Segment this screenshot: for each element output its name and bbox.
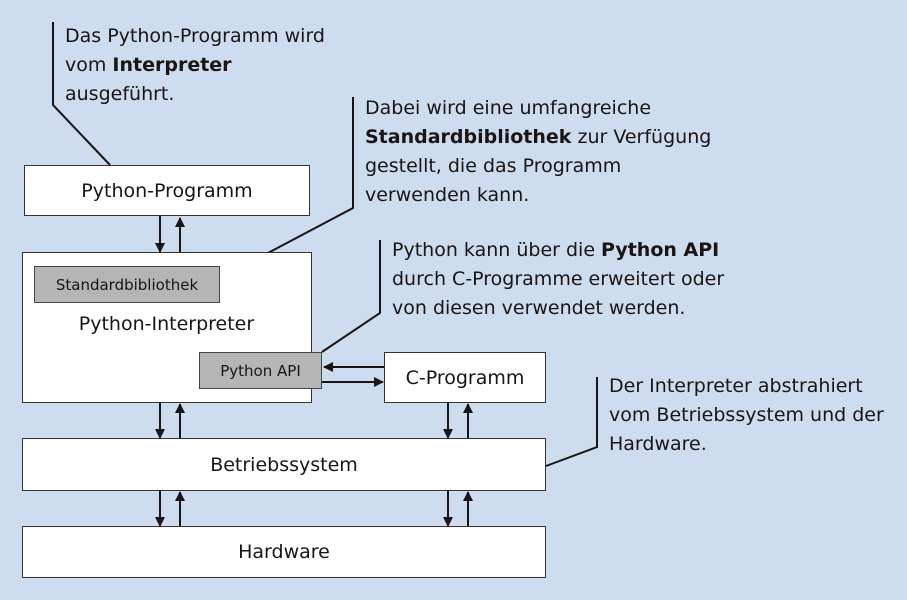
box-label: Python-Programm [81, 179, 253, 202]
box-label: Standardbibliothek [55, 275, 199, 294]
note-stdlib: Dabei wird eine umfangreiche Standardbib… [365, 97, 712, 206]
callout-line-abstraction [545, 377, 598, 467]
callout-line-stdlib [231, 97, 354, 273]
box-label: Betriebssystem [210, 453, 358, 476]
note-abstraction: Der Interpreter abstrahiert vom Betriebs… [609, 375, 884, 455]
python-program-box: Python-Programm [24, 165, 310, 216]
standard-library-box: Standardbibliothek [34, 266, 220, 303]
note-bold: Interpreter [112, 54, 232, 76]
callout-line-api [321, 240, 381, 353]
c-program-box: C-Programm [384, 352, 546, 403]
note-bold: Standardbibliothek [365, 126, 572, 148]
callout-line-interpreter [52, 22, 111, 166]
python-api-box: Python API [199, 352, 322, 389]
box-label: Hardware [238, 541, 330, 563]
note-bold: Python API [601, 239, 720, 261]
operating-system-box: Betriebssystem [22, 438, 546, 491]
hardware-box: Hardware [22, 526, 546, 578]
box-label: C-Programm [405, 366, 525, 389]
note-api: Python kann über die Python API durch C-… [392, 239, 725, 319]
python-interpreter-label: Python-Interpreter [78, 313, 255, 335]
note-interpreter: Das Python-Programm wird vom Interpreter… [65, 25, 325, 105]
box-label: Python API [220, 361, 301, 380]
